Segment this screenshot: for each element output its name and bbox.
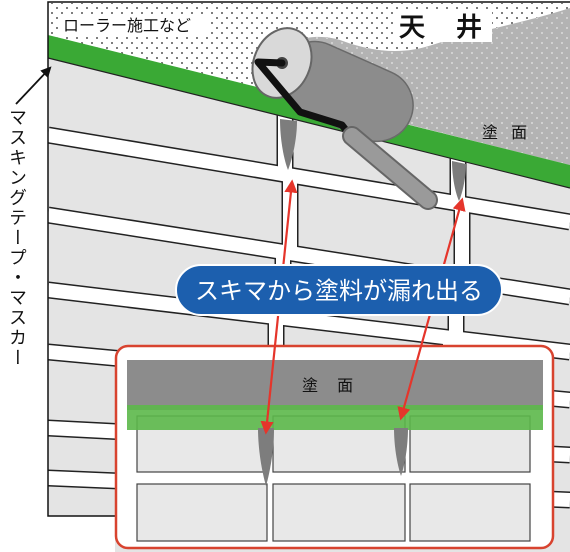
roller-label-background bbox=[59, 14, 211, 37]
leak-callout: スキマから塗料が漏れ出る bbox=[175, 264, 503, 316]
tile-gap bbox=[48, 128, 570, 229]
ceiling-label: 天 井 bbox=[399, 13, 482, 43]
masking-tape-label: マスキングテープ・マスカー bbox=[6, 108, 27, 368]
inset-tile bbox=[409, 483, 531, 542]
masking-pointer-arrow bbox=[15, 66, 52, 105]
tile-gap bbox=[48, 283, 570, 359]
inset-painted-surface bbox=[127, 360, 543, 410]
leak-callout-text: スキマから塗料が漏れ出る bbox=[195, 277, 483, 305]
inset-tile bbox=[136, 483, 268, 542]
inset-paint-drip bbox=[394, 428, 408, 476]
tape-edge-line bbox=[47, 57, 570, 189]
inset-tile bbox=[272, 483, 406, 542]
ceiling-label-background bbox=[394, 10, 492, 42]
roller-method-label: ローラー施工など bbox=[63, 16, 191, 35]
leak-callout-pill bbox=[175, 264, 503, 316]
inset-masking-tape bbox=[127, 405, 543, 430]
inset-paint-drip bbox=[258, 428, 274, 486]
wall-frame-border bbox=[47, 1, 570, 517]
paint-drip bbox=[280, 119, 297, 170]
roller-grip bbox=[344, 128, 436, 208]
paint-roller bbox=[251, 27, 438, 210]
paint-drip bbox=[452, 161, 466, 201]
inset-painted-surface-label: 塗 面 bbox=[302, 376, 353, 395]
detail-inset: 塗 面 bbox=[114, 344, 555, 550]
ceiling-painted-surface-label: 塗 面 bbox=[482, 123, 527, 142]
